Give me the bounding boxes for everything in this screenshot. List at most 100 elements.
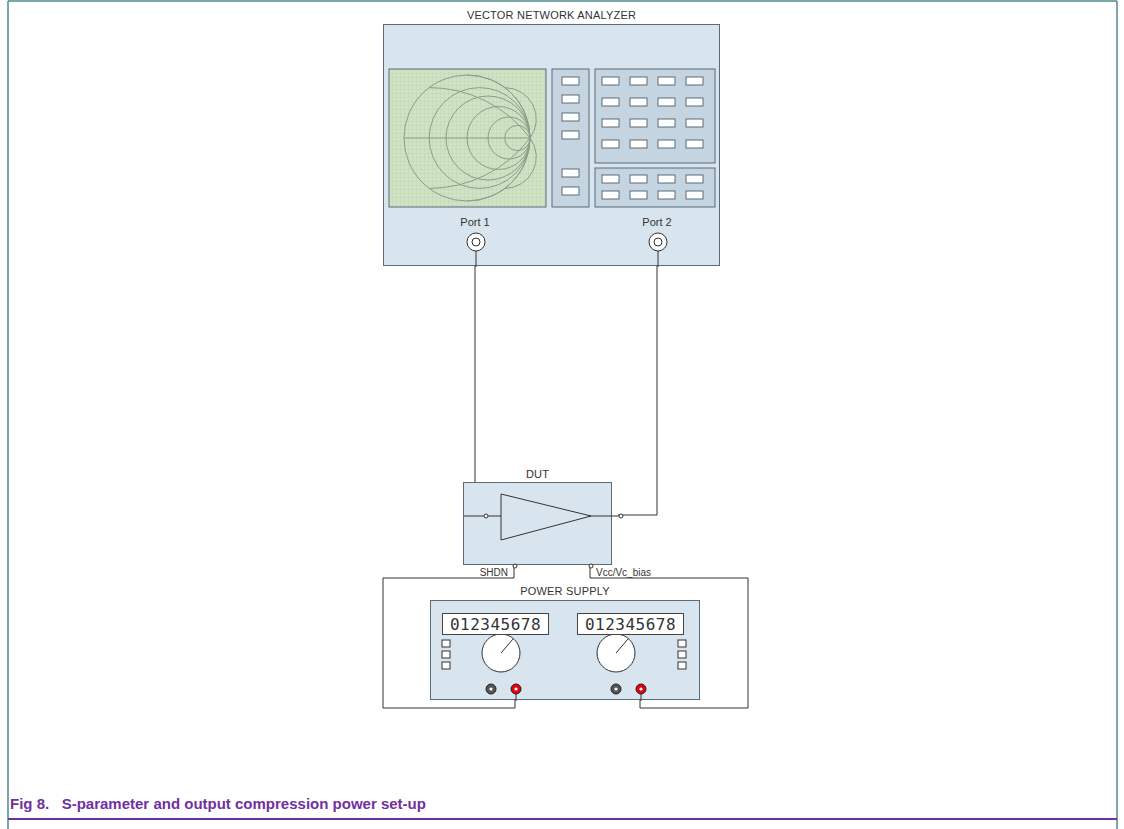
- button: [678, 640, 686, 647]
- terminal: [511, 684, 521, 694]
- pin-dot: [484, 514, 488, 518]
- terminal-lead: [516, 694, 517, 701]
- button: [630, 191, 647, 199]
- port-connector: [467, 233, 485, 251]
- button: [442, 651, 450, 658]
- button: [658, 175, 675, 183]
- drawing-stroke: [404, 75, 530, 201]
- button: [686, 119, 703, 127]
- terminal: [514, 687, 517, 690]
- drawing-stroke: [505, 138, 537, 188]
- signal-line: [613, 516, 619, 517]
- button: [686, 140, 703, 148]
- display-digits: 012345678: [450, 615, 541, 634]
- frame-line: [1116, 1, 1118, 829]
- button: [630, 119, 647, 127]
- button: [630, 140, 647, 148]
- terminal: [636, 684, 646, 694]
- port-connector: [472, 238, 480, 246]
- button: [562, 77, 579, 85]
- button: [602, 140, 619, 148]
- terminal: [614, 687, 617, 690]
- knob: [482, 634, 520, 672]
- terminal: [611, 684, 621, 694]
- button: [630, 77, 647, 85]
- drawing-stroke: [467, 75, 530, 138]
- box-heading: POWER SUPPLY: [520, 585, 610, 597]
- button: [602, 119, 619, 127]
- button: [678, 651, 686, 658]
- box-heading: DUT: [526, 468, 549, 480]
- button: [602, 77, 619, 85]
- button: [442, 640, 450, 647]
- power-supply-box: POWER SUPPLY012345678012345678: [430, 600, 700, 700]
- knob-mark: [501, 639, 513, 653]
- amplifier-symbol: [501, 494, 591, 540]
- drawing-stroke: [505, 125, 530, 150]
- pin-dot: [513, 564, 517, 568]
- drawing-stroke: [488, 117, 530, 159]
- dut-box: DUT: [463, 482, 612, 565]
- button: [686, 191, 703, 199]
- button: [602, 191, 619, 199]
- connector-wire: [463, 266, 475, 515]
- terminal-lead: [641, 694, 642, 701]
- terminal: [489, 687, 492, 690]
- button: [678, 662, 686, 669]
- button: [658, 191, 675, 199]
- drawing-stroke: [429, 138, 530, 188]
- button: [602, 175, 619, 183]
- display-digits: 012345678: [585, 615, 676, 634]
- knob-mark: [616, 639, 628, 653]
- button-panel: [552, 69, 589, 207]
- button: [562, 131, 579, 139]
- button: [686, 175, 703, 183]
- button: [658, 77, 675, 85]
- button: [562, 113, 579, 121]
- button: [658, 140, 675, 148]
- drawing-stroke: [446, 96, 530, 180]
- port-label: Port 2: [642, 216, 671, 228]
- button: [658, 98, 675, 106]
- drawing-stroke: [467, 138, 530, 201]
- button: [658, 119, 675, 127]
- smith-chart: [404, 75, 536, 201]
- button: [562, 187, 579, 195]
- display-readout: 012345678: [442, 613, 549, 635]
- terminal: [639, 687, 642, 690]
- button: [686, 77, 703, 85]
- drawing-stroke: [429, 88, 530, 189]
- caption-rule: [8, 818, 1117, 820]
- analyzer-box: VECTOR NETWORK ANALYZER: [383, 24, 720, 266]
- knob: [597, 634, 635, 672]
- drawing-stroke: [467, 107, 530, 170]
- figure-caption: Fig 8. S-parameter and output compressio…: [10, 795, 426, 812]
- port-connector: [649, 233, 667, 251]
- button-panel: [595, 69, 715, 163]
- pin-dot: [619, 514, 623, 518]
- drawing-stroke: [505, 88, 537, 138]
- port-lead: [476, 251, 477, 267]
- pin-label: Vcc/Vc_bias: [596, 567, 651, 578]
- analyzer-screen: [389, 69, 546, 207]
- box-illustration: [464, 483, 611, 564]
- box-illustration: [384, 25, 719, 265]
- button: [630, 98, 647, 106]
- button: [630, 175, 647, 183]
- port-lead: [658, 251, 659, 267]
- button: [686, 98, 703, 106]
- terminal: [486, 684, 496, 694]
- button-panel: [595, 168, 715, 207]
- connector-wire: [618, 266, 657, 515]
- button: [562, 95, 579, 103]
- pin-label: SHDN: [480, 567, 508, 578]
- port-label: Port 1: [460, 216, 489, 228]
- pin-dot: [589, 564, 593, 568]
- button: [562, 169, 579, 177]
- button: [602, 98, 619, 106]
- button: [442, 662, 450, 669]
- box-heading: VECTOR NETWORK ANALYZER: [467, 9, 636, 21]
- port-connector: [654, 238, 662, 246]
- frame-line: [8, 0, 1117, 2]
- frame-line: [7, 1, 9, 829]
